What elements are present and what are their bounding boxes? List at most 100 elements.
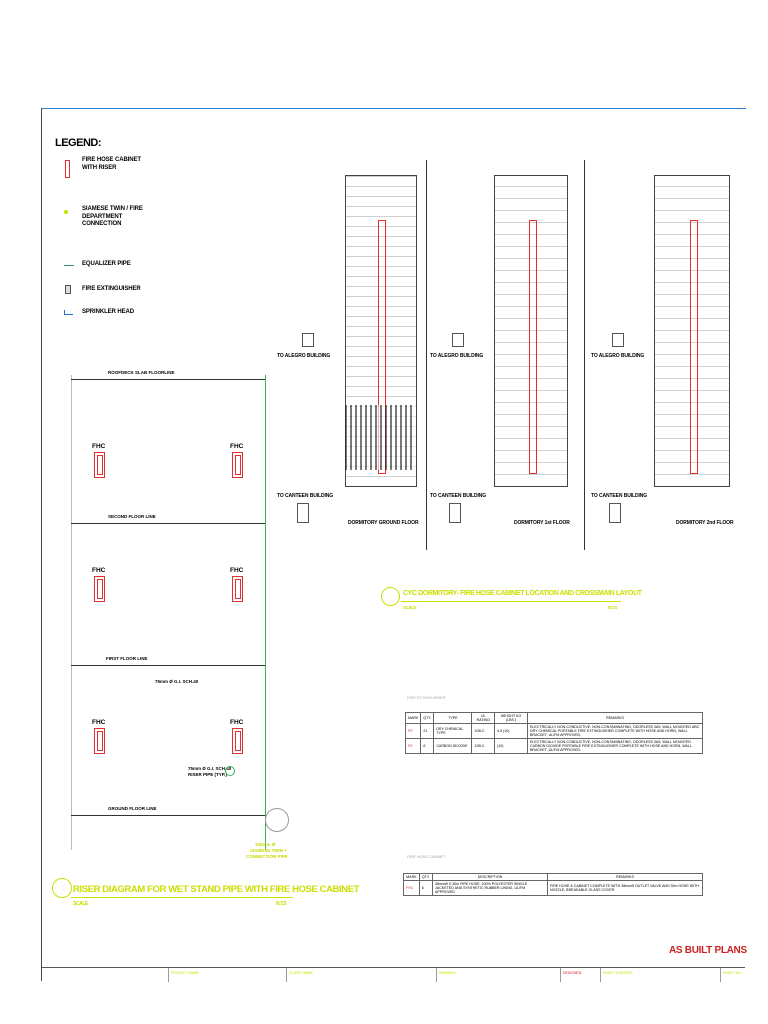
to-canteen-label: TO CANTEEN BUILDING: [430, 493, 487, 499]
legend-label-siamese: SIAMESE TWIN / FIRE DEPARTMENT CONNECTIO…: [82, 206, 143, 227]
layout-title: CYC DORMITORY- FIRE HOSE CABINET LOCATIO…: [403, 590, 642, 597]
arrow-up-icon: [452, 333, 464, 347]
pipe-size-label: 75mm Ø G.I. SCH.40: [155, 679, 199, 684]
mark-cell: FE: [404, 723, 422, 739]
col-header: WEIGHT KG (LBS.): [494, 712, 528, 724]
fhc-label: FHC: [230, 567, 244, 574]
title-block-cell: DESIGNED:: [560, 968, 600, 982]
qty-cell: 21: [420, 723, 435, 739]
layout-title-underline: [401, 601, 621, 602]
siamese-note-1: 100mm Ø: [255, 842, 276, 847]
extinguisher-table: MARK QTY. TYPE UL RATING WEIGHT KG (LBS.…: [404, 712, 703, 754]
legend-label-fhc: FIRE HOSE CABINET WITH RISER: [82, 157, 141, 171]
arrow-up-icon: [612, 333, 624, 347]
sprinkler-head-icon: [64, 310, 73, 315]
weight-cell: (10): [494, 738, 528, 754]
mark-cell: FHC: [403, 880, 420, 896]
extinguisher-table-caption: FIRE EXTINGUISHER: [407, 695, 446, 700]
fhc-label: FHC: [92, 719, 106, 726]
remarks-cell: ELECTRICALLY NON-CONDUCTIVE, NON-CONTAMI…: [527, 738, 703, 754]
plan-divider: [426, 160, 427, 550]
col-header: UL RATING: [471, 712, 496, 724]
fhc-cabinet: [232, 576, 243, 602]
table-row: FE 6 CARBON DIOXIDE 10B:C (10) ELECTRICA…: [404, 738, 703, 754]
col-header: QTY.: [420, 712, 435, 724]
riser-note-2: RISER PIPE (TYP.): [188, 772, 227, 777]
siamese-connection-icon: [64, 210, 68, 214]
fire-hose-cabinet-icon: [65, 160, 70, 178]
fire-extinguisher-icon: [65, 285, 71, 294]
layout-title-marker: [381, 587, 400, 606]
fhc-label: FHC: [92, 443, 106, 450]
plan-divider: [584, 160, 585, 550]
type-cell: DRY CHEMICAL TYPE: [433, 723, 473, 739]
second-floor-plan: [654, 175, 730, 487]
fhc-riser-route: [529, 220, 537, 474]
first-floor-label: FIRST FLOOR LINE: [106, 656, 148, 661]
roofdeck-line: [71, 379, 265, 380]
fhc-riser-route: [690, 220, 698, 474]
plan-title: DORMITORY 1st FLOOR: [514, 520, 570, 526]
col-header: TYPE: [433, 712, 473, 724]
title-block-cell: DRAWING:: [436, 968, 560, 982]
second-floor-label: SECOND FLOOR LINE: [108, 514, 156, 519]
arrow-down-icon: [609, 503, 621, 523]
arrow-down-icon: [297, 503, 309, 523]
col-header: REMARKS: [527, 712, 703, 724]
riser-pipe-callout: [225, 766, 235, 776]
col-header: MARK: [403, 873, 420, 881]
fhc-cabinet: [94, 452, 105, 478]
weight-cell: 4.5 (10): [494, 723, 528, 739]
cabinet-table-caption: FIRE HOSE CABINET: [407, 854, 446, 859]
riser-scale-label: SCALE: [73, 901, 88, 907]
first-floor-plan: [494, 175, 568, 487]
riser-title: RISER DIAGRAM FOR WET STAND PIPE WITH FI…: [73, 884, 360, 895]
fhc-label: FHC: [92, 567, 106, 574]
description-cell: 38mmØ X 30m FIRE HOSE, 100% POLYESTER SI…: [432, 880, 548, 896]
second-floor-line: [71, 523, 265, 524]
bunk-area: [345, 405, 415, 470]
rating-cell: 10B:C: [471, 723, 496, 739]
table-row: FHC 6 38mmØ X 30m FIRE HOSE, 100% POLYES…: [403, 880, 703, 896]
mark-cell: FE: [404, 738, 422, 754]
fhc-cabinet: [94, 576, 105, 602]
cabinet-table: MARK QTY. DESCRIPTION REMARKS FHC 6 38mm…: [403, 873, 703, 896]
riser-title-underline: [71, 897, 293, 898]
riser-pipe-line: [265, 375, 266, 850]
equalizer-pipe-icon: [64, 265, 74, 266]
legend-title: LEGEND:: [55, 137, 102, 149]
ground-floor-line: [71, 815, 265, 816]
title-block-top: [41, 967, 745, 968]
table-row: FE 21 DRY CHEMICAL TYPE 10B:C 4.5 (10) E…: [404, 723, 703, 739]
fhc-label: FHC: [230, 719, 244, 726]
title-block-cell: CLIENT NAME:: [286, 968, 436, 982]
legend-label-sprinkler: SPRINKLER HEAD: [82, 309, 134, 315]
as-built-stamp: AS BUILT PLANS: [669, 945, 747, 956]
siamese-note-2: SIAMESE TWIN +: [250, 848, 287, 853]
siamese-note-3: CONNECTION PIPE: [246, 854, 288, 859]
qty-cell: 6: [418, 880, 434, 896]
plan-title: DORMITORY 2nd FLOOR: [676, 520, 734, 526]
fhc-cabinet: [232, 728, 243, 754]
siamese-connection-circle: [265, 808, 289, 832]
riser-title-marker: [52, 878, 72, 898]
title-block-cell: SHEET NO.:: [720, 968, 745, 982]
col-header: DESCRIPTION: [432, 873, 548, 881]
plan-title: DORMITORY GROUND FLOOR: [348, 520, 419, 526]
fhc-cabinet: [232, 452, 243, 478]
legend-label-equalizer: EQUALIZER PIPE: [82, 261, 131, 267]
remarks-cell: ELECTRICALLY NON-CONDUCTIVE, NON-CONTAMI…: [527, 723, 703, 739]
riser-scale-value: N.T.S: [276, 901, 287, 907]
rating-cell: 10B:C: [471, 738, 496, 754]
riser-left-border: [71, 375, 72, 850]
to-canteen-label: TO CANTEEN BUILDING: [591, 493, 648, 499]
qty-cell: 6: [420, 738, 435, 754]
remarks-cell: FIRE HOSE & CABINET COMPLETE WITH 38mmØ …: [547, 880, 703, 896]
fhc-label: FHC: [230, 443, 244, 450]
fhc-riser-route: [378, 220, 386, 474]
roofdeck-label: ROOFDECK SLAB FLOORLINE: [108, 370, 175, 375]
layout-scale-value: N.T.S: [608, 605, 618, 610]
fhc-cabinet: [94, 728, 105, 754]
to-canteen-label: TO CANTEEN BUILDING: [277, 493, 334, 499]
title-block-cell: PROJECT NAME:: [168, 968, 286, 982]
